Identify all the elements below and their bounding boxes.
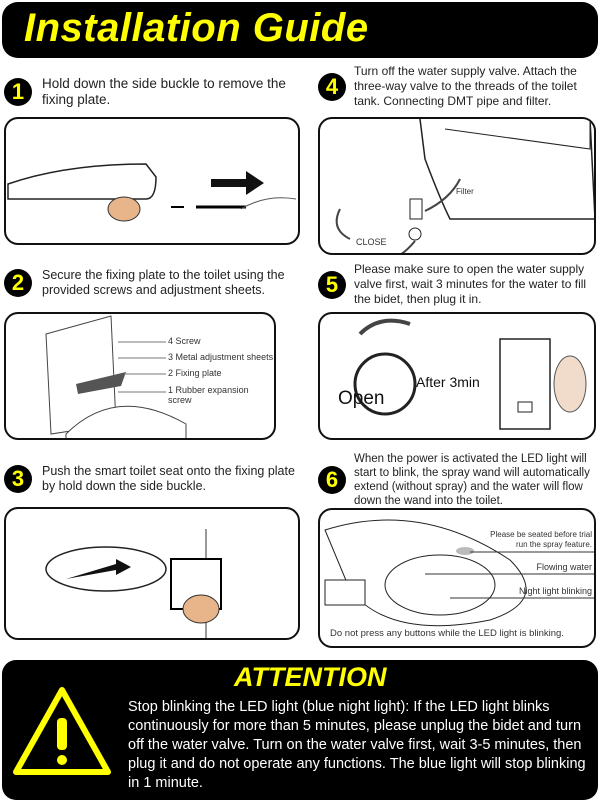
warning-note: Do not press any buttons while the LED l… bbox=[330, 628, 564, 639]
step-text: Turn off the water supply valve. Attach … bbox=[354, 64, 577, 108]
step-4-header: 4 Turn off the water supply valve. Attac… bbox=[318, 64, 600, 109]
label-close: CLOSE bbox=[356, 237, 387, 247]
valve-open-drawing bbox=[353, 318, 587, 430]
step-number: 2 bbox=[4, 269, 32, 297]
attention-title: ATTENTION bbox=[234, 662, 387, 692]
step-number: 6 bbox=[318, 466, 346, 494]
label-rubber-screw: 1 Rubber expansion screw bbox=[168, 385, 249, 405]
step-number: 4 bbox=[318, 72, 346, 101]
label-fixing-plate: 2 Fixing plate bbox=[168, 368, 222, 378]
step-2-illustration: 4 Screw 3 Metal adjustment sheets 2 Fixi… bbox=[4, 312, 276, 440]
step-number: 1 bbox=[4, 78, 32, 106]
step-5-header: 5 Please make sure to open the water sup… bbox=[318, 262, 600, 307]
title-banner: Installation Guide bbox=[2, 2, 598, 58]
seat-remove-drawing bbox=[7, 163, 297, 222]
fixing-plate-drawing bbox=[45, 315, 187, 438]
label-flowing-water: Flowing water bbox=[536, 562, 592, 572]
label-adjustment-sheets: 3 Metal adjustment sheets bbox=[168, 352, 274, 362]
step-1-header: 1 Hold down the side buckle to remove th… bbox=[4, 76, 300, 108]
label-filter: Filter bbox=[456, 187, 474, 196]
seat-led-drawing bbox=[324, 519, 594, 627]
seat-push-drawing bbox=[45, 529, 222, 638]
step-6-illustration: Please be seated before trial run the sp… bbox=[318, 508, 596, 648]
warning-triangle-icon bbox=[13, 687, 111, 775]
label-after-3min: After 3min bbox=[416, 374, 480, 390]
step-number: 5 bbox=[318, 270, 346, 299]
attention-panel: ATTENTION Stop blinking the LED light (b… bbox=[2, 660, 598, 800]
attention-text: Stop blinking the LED light (blue night … bbox=[128, 699, 586, 791]
step-text: Secure the fixing plate to the toilet us… bbox=[42, 268, 285, 297]
step-text: Hold down the side buckle to remove the … bbox=[42, 76, 286, 107]
step-3-header: 3 Push the smart toilet seat onto the fi… bbox=[4, 464, 300, 494]
label-screw: 4 Screw bbox=[168, 336, 201, 346]
step-2-header: 2 Secure the fixing plate to the toilet … bbox=[4, 268, 300, 298]
step-text: When the power is activated the LED ligh… bbox=[354, 453, 590, 507]
step-6-header: 6 When the power is activated the LED li… bbox=[318, 452, 600, 508]
step-4-illustration: Filter CLOSE bbox=[318, 117, 596, 255]
step-3-illustration bbox=[4, 507, 300, 640]
label-seated: Please be seated before trial run the sp… bbox=[490, 530, 592, 549]
step-1-illustration bbox=[4, 117, 300, 245]
page-title: Installation Guide bbox=[24, 6, 369, 50]
label-night-light: Night light blinking bbox=[518, 586, 592, 596]
label-open: Open bbox=[338, 388, 385, 409]
step-5-illustration: Open After 3min bbox=[318, 312, 596, 440]
step-text: Please make sure to open the water suppl… bbox=[354, 262, 587, 306]
step-text: Push the smart toilet seat onto the fixi… bbox=[42, 464, 295, 493]
valve-filter-drawing bbox=[335, 119, 594, 253]
step-number: 3 bbox=[4, 465, 32, 493]
